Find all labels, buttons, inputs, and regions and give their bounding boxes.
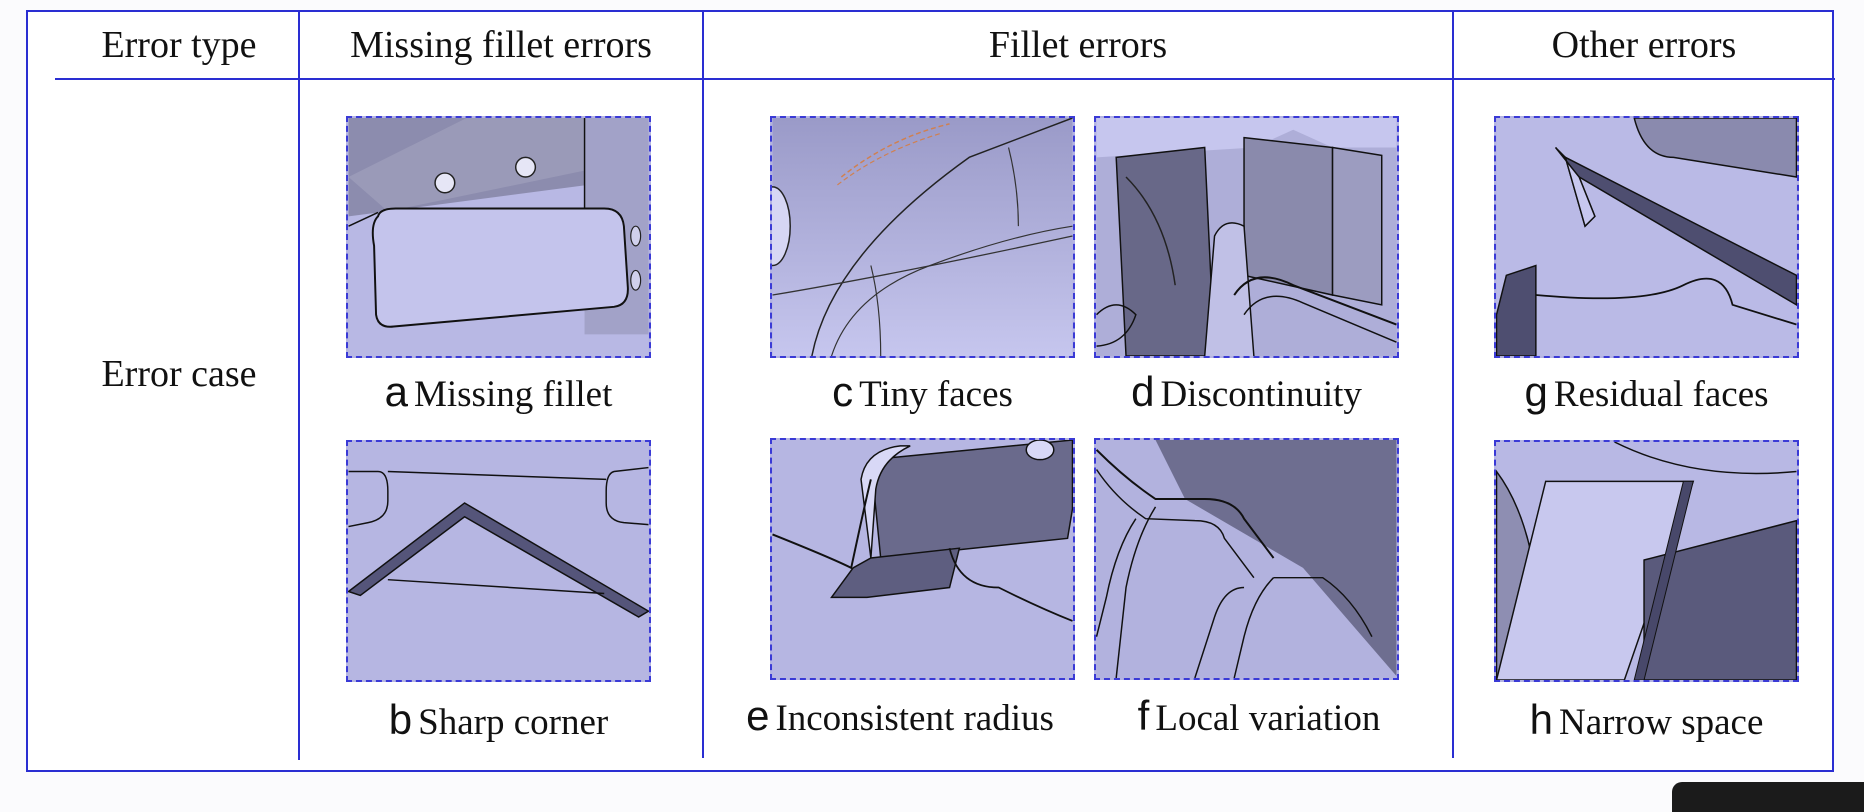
caption-text: Narrow space <box>1558 702 1764 743</box>
caption-letter: b <box>388 696 413 743</box>
row-label-error-case: Error case <box>101 353 257 395</box>
caption-text: Discontinuity <box>1160 374 1362 415</box>
caption-text: Residual faces <box>1553 374 1769 415</box>
header-rule <box>55 78 1835 80</box>
caption-letter: c <box>832 368 854 415</box>
caption-text: Tiny faces <box>859 374 1013 415</box>
caption-letter: h <box>1529 696 1553 743</box>
caption-letter: e <box>746 692 770 739</box>
caption-letter: g <box>1524 368 1548 415</box>
caption-text: Sharp corner <box>418 702 609 743</box>
panel-image-discontinuity <box>1094 116 1399 358</box>
panel-image-local-variation <box>1094 438 1399 680</box>
caption-text: Missing fillet <box>413 374 613 415</box>
caption-letter: a <box>384 368 408 415</box>
panel-image-inconsistent-radius <box>770 438 1075 680</box>
panel-image-residual-faces <box>1494 116 1799 358</box>
column-divider <box>1452 10 1454 758</box>
panel-image-missing-fillet <box>346 116 651 358</box>
header-missing-fillet-errors: Missing fillet errors <box>350 24 652 66</box>
header-error-type: Error type <box>101 24 257 66</box>
column-divider <box>702 10 704 758</box>
header-other-errors: Other errors <box>1551 24 1737 66</box>
video-overlay-corner <box>1672 782 1864 812</box>
caption-text: Inconsistent radius <box>775 698 1054 739</box>
caption-text: Local variation <box>1155 698 1381 739</box>
header-fillet-errors: Fillet errors <box>988 24 1168 66</box>
caption-letter: f <box>1137 692 1150 739</box>
panel-image-sharp-corner <box>346 440 651 682</box>
caption-letter: d <box>1131 368 1155 415</box>
panel-image-narrow-space <box>1494 440 1799 682</box>
panel-image-tiny-faces <box>770 116 1075 358</box>
column-divider <box>298 10 300 760</box>
